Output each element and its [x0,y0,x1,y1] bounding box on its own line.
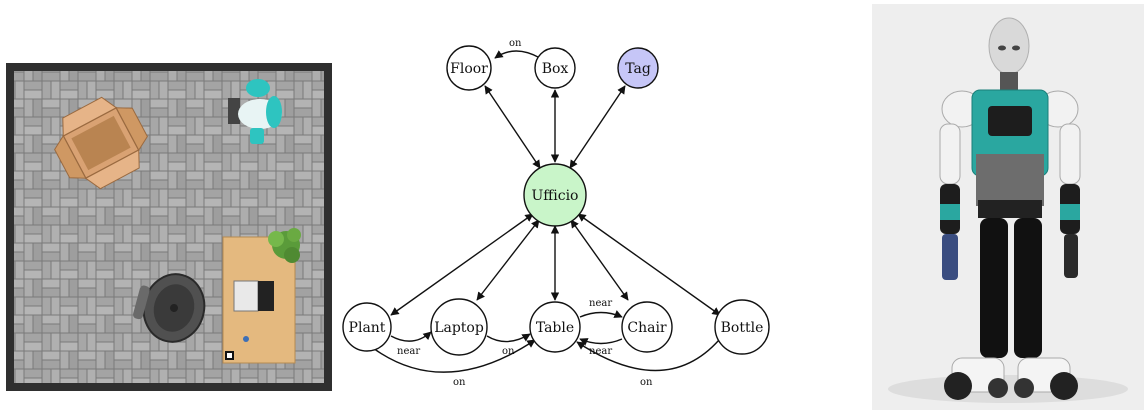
svg-text:Floor: Floor [450,61,488,77]
desk-icon [222,228,301,364]
svg-text:Laptop: Laptop [434,320,484,336]
edge-label-plant-laptop: near [397,346,420,357]
svg-text:Chair: Chair [627,320,667,336]
scene-graph: on near on near near on on Floor Box [335,30,775,400]
edge-label-box-floor: on [509,38,522,49]
node-chair: Chair [621,301,673,353]
edge-label-laptop-table: on [502,346,515,357]
node-plant: Plant [342,302,392,352]
edge-label-bottle-table: on [640,377,653,388]
bottle-icon [243,336,249,342]
node-bottle: Bottle [714,299,770,355]
plant-icon [268,228,301,263]
laptop-icon [233,280,274,312]
node-tag: Tag [617,47,659,89]
svg-text:Box: Box [542,61,569,77]
svg-text:Table: Table [536,320,574,336]
svg-text:Plant: Plant [349,320,386,336]
person-topdown-icon [228,79,282,144]
svg-text:Ufficio: Ufficio [532,188,579,204]
robot-photo [872,4,1144,410]
edge-chair-table [579,338,623,346]
edge-chair-ufficio [570,219,629,301]
humanoid-robot-icon [872,4,1144,410]
edge-laptop-ufficio [476,219,540,301]
node-ufficio: Ufficio [523,163,587,227]
edge-floor-ufficio [484,85,541,169]
open-box-icon [54,96,148,190]
node-box: Box [534,47,576,89]
scene-graph-svg: on near on near near on on Floor Box [342,38,770,388]
edge-plant-laptop [390,331,432,342]
edge-box-floor [494,50,541,59]
office-chair-icon [133,273,206,343]
edge-laptop-table [486,333,531,343]
edge-bottle-ufficio [577,213,721,316]
qr-tag-icon [225,351,234,360]
edge-label-table-chair: near [589,298,612,309]
svg-text:Bottle: Bottle [721,320,764,336]
edge-tag-ufficio [569,85,626,169]
node-laptop: Laptop [430,298,488,356]
edge-label-chair-table: near [589,346,612,357]
node-table: Table [529,301,581,353]
edge-plant-table [372,339,536,373]
edge-bottle-table [576,339,720,372]
room-topdown-view [6,63,332,391]
edge-label-plant-table: on [453,377,466,388]
edge-table-chair [579,310,623,318]
svg-text:Tag: Tag [625,61,651,77]
room-scene [6,63,332,391]
node-floor: Floor [446,45,492,91]
